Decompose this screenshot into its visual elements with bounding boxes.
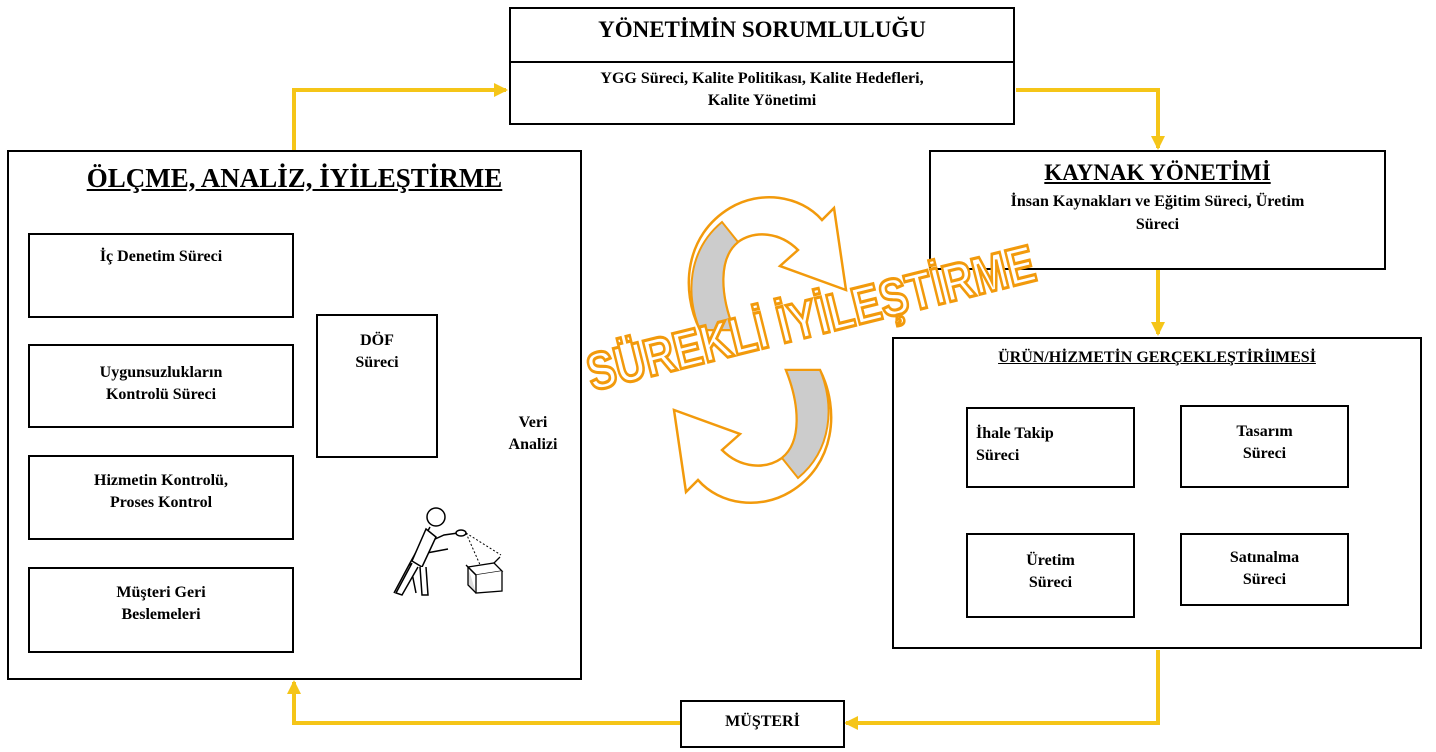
resource-management-box <box>929 150 1386 270</box>
management-desc-line1: YGG Süreci, Kalite Politikası, Kalite He… <box>600 70 924 87</box>
service-control-label-line2: Proses Kontrol <box>109 494 213 511</box>
resource-desc-line1: İnsan Kaynakları ve Eğitim Süreci, Üreti… <box>1010 193 1305 210</box>
customer-feedback-label-line1: Müşteri Geri <box>116 584 206 601</box>
design-label-line1: Tasarım <box>1236 423 1293 440</box>
production-process-box <box>966 533 1135 618</box>
design-process-box <box>1180 405 1349 488</box>
nonconformity-label-line2: Kontrolü Süreci <box>105 386 217 403</box>
resource-title: KAYNAK YÖNETİMİ <box>1044 160 1271 185</box>
service-control-box <box>28 455 294 540</box>
management-title-divider <box>511 61 1013 63</box>
nonconformity-label-line1: Uygunsuzlukların <box>99 364 223 381</box>
internal-audit-label: İç Denetim Süreci <box>99 248 223 265</box>
management-title: YÖNETİMİN SORUMLULUĞU <box>598 17 926 42</box>
dof-label-line1: DÖF <box>360 332 394 349</box>
flow-arrow-to-measurement <box>287 680 680 725</box>
realization-title: ÜRÜN/HİZMETİN GERÇEKLEŞTİRİlMESİ <box>998 349 1316 366</box>
service-control-label-line1: Hizmetin Kontrolü, <box>94 472 228 489</box>
resource-desc-line2: Süreci <box>1135 216 1180 233</box>
purchasing-label-line2: Süreci <box>1242 571 1287 588</box>
flow-arrow-to-management <box>292 83 508 150</box>
purchasing-label-line1: Satınalma <box>1229 549 1300 566</box>
design-label-line2: Süreci <box>1242 445 1287 462</box>
production-label-line1: Üretim <box>1026 552 1075 569</box>
management-responsibility-box <box>509 7 1015 125</box>
cycle-arrows-icon <box>672 196 848 504</box>
tender-tracking-box <box>966 407 1135 488</box>
tender-label-line1: İhale Takip <box>976 425 1054 442</box>
tender-label-line2: Süreci <box>976 447 1020 464</box>
customer-box <box>680 700 845 748</box>
production-label-line2: Süreci <box>1028 574 1073 591</box>
data-analysis-label-line1: Veri <box>518 414 548 431</box>
flow-arrow-to-resource <box>1016 88 1165 150</box>
internal-audit-box <box>28 233 294 318</box>
customer-feedback-box <box>28 567 294 653</box>
flow-arrow-to-customer <box>844 650 1160 730</box>
nonconformity-box <box>28 344 294 428</box>
data-analysis-label-line2: Analizi <box>508 436 558 453</box>
purchasing-process-box <box>1180 533 1349 606</box>
dof-label-line2: Süreci <box>355 354 399 371</box>
measurement-title: ÖLÇME, ANALİZ, İYİLEŞTİRME <box>86 163 503 193</box>
customer-feedback-label-line2: Beslemeleri <box>121 606 201 623</box>
dof-process-box <box>316 314 438 458</box>
person-inspecting-box-icon <box>393 507 504 596</box>
customer-label: MÜŞTERİ <box>725 713 800 730</box>
management-desc-line2: Kalite Yönetimi <box>707 92 817 109</box>
